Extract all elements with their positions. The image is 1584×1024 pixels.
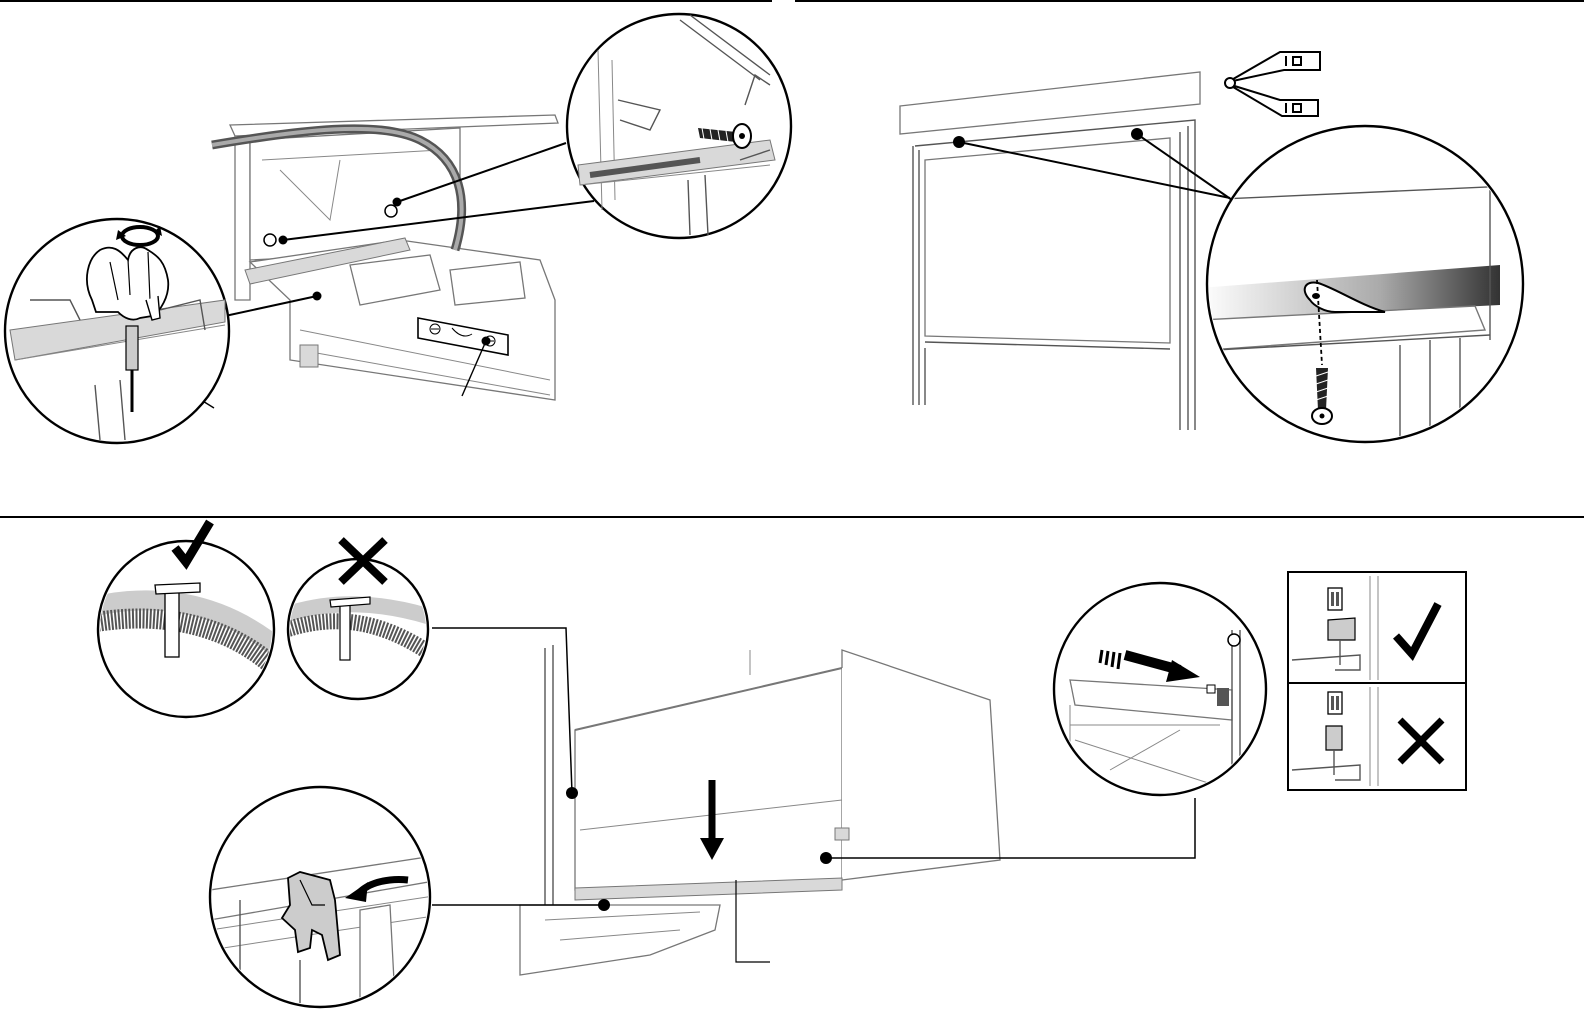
detail-circle-foot-adjust (5, 219, 229, 443)
hand-icon (87, 247, 168, 320)
panel-levelling (5, 14, 791, 443)
appliance-open-illustration (212, 115, 558, 400)
detail-circle-hose-wrong (285, 540, 440, 699)
worktop-cabinet-illustration (900, 72, 1200, 430)
detail-circle-screw (567, 14, 791, 238)
latch-position-reference (1288, 572, 1466, 790)
fixing-bracket-icon (1225, 52, 1320, 116)
detail-circle-hook (210, 787, 440, 1010)
panel-hose-routing (80, 522, 1466, 1010)
detail-circle-hose-correct (80, 522, 280, 717)
panel-fixing-brackets (900, 52, 1530, 450)
appliance-slide-in-illustration (520, 645, 1000, 975)
detail-circle-push (1054, 583, 1266, 800)
detail-circle-bracket (1200, 126, 1530, 450)
